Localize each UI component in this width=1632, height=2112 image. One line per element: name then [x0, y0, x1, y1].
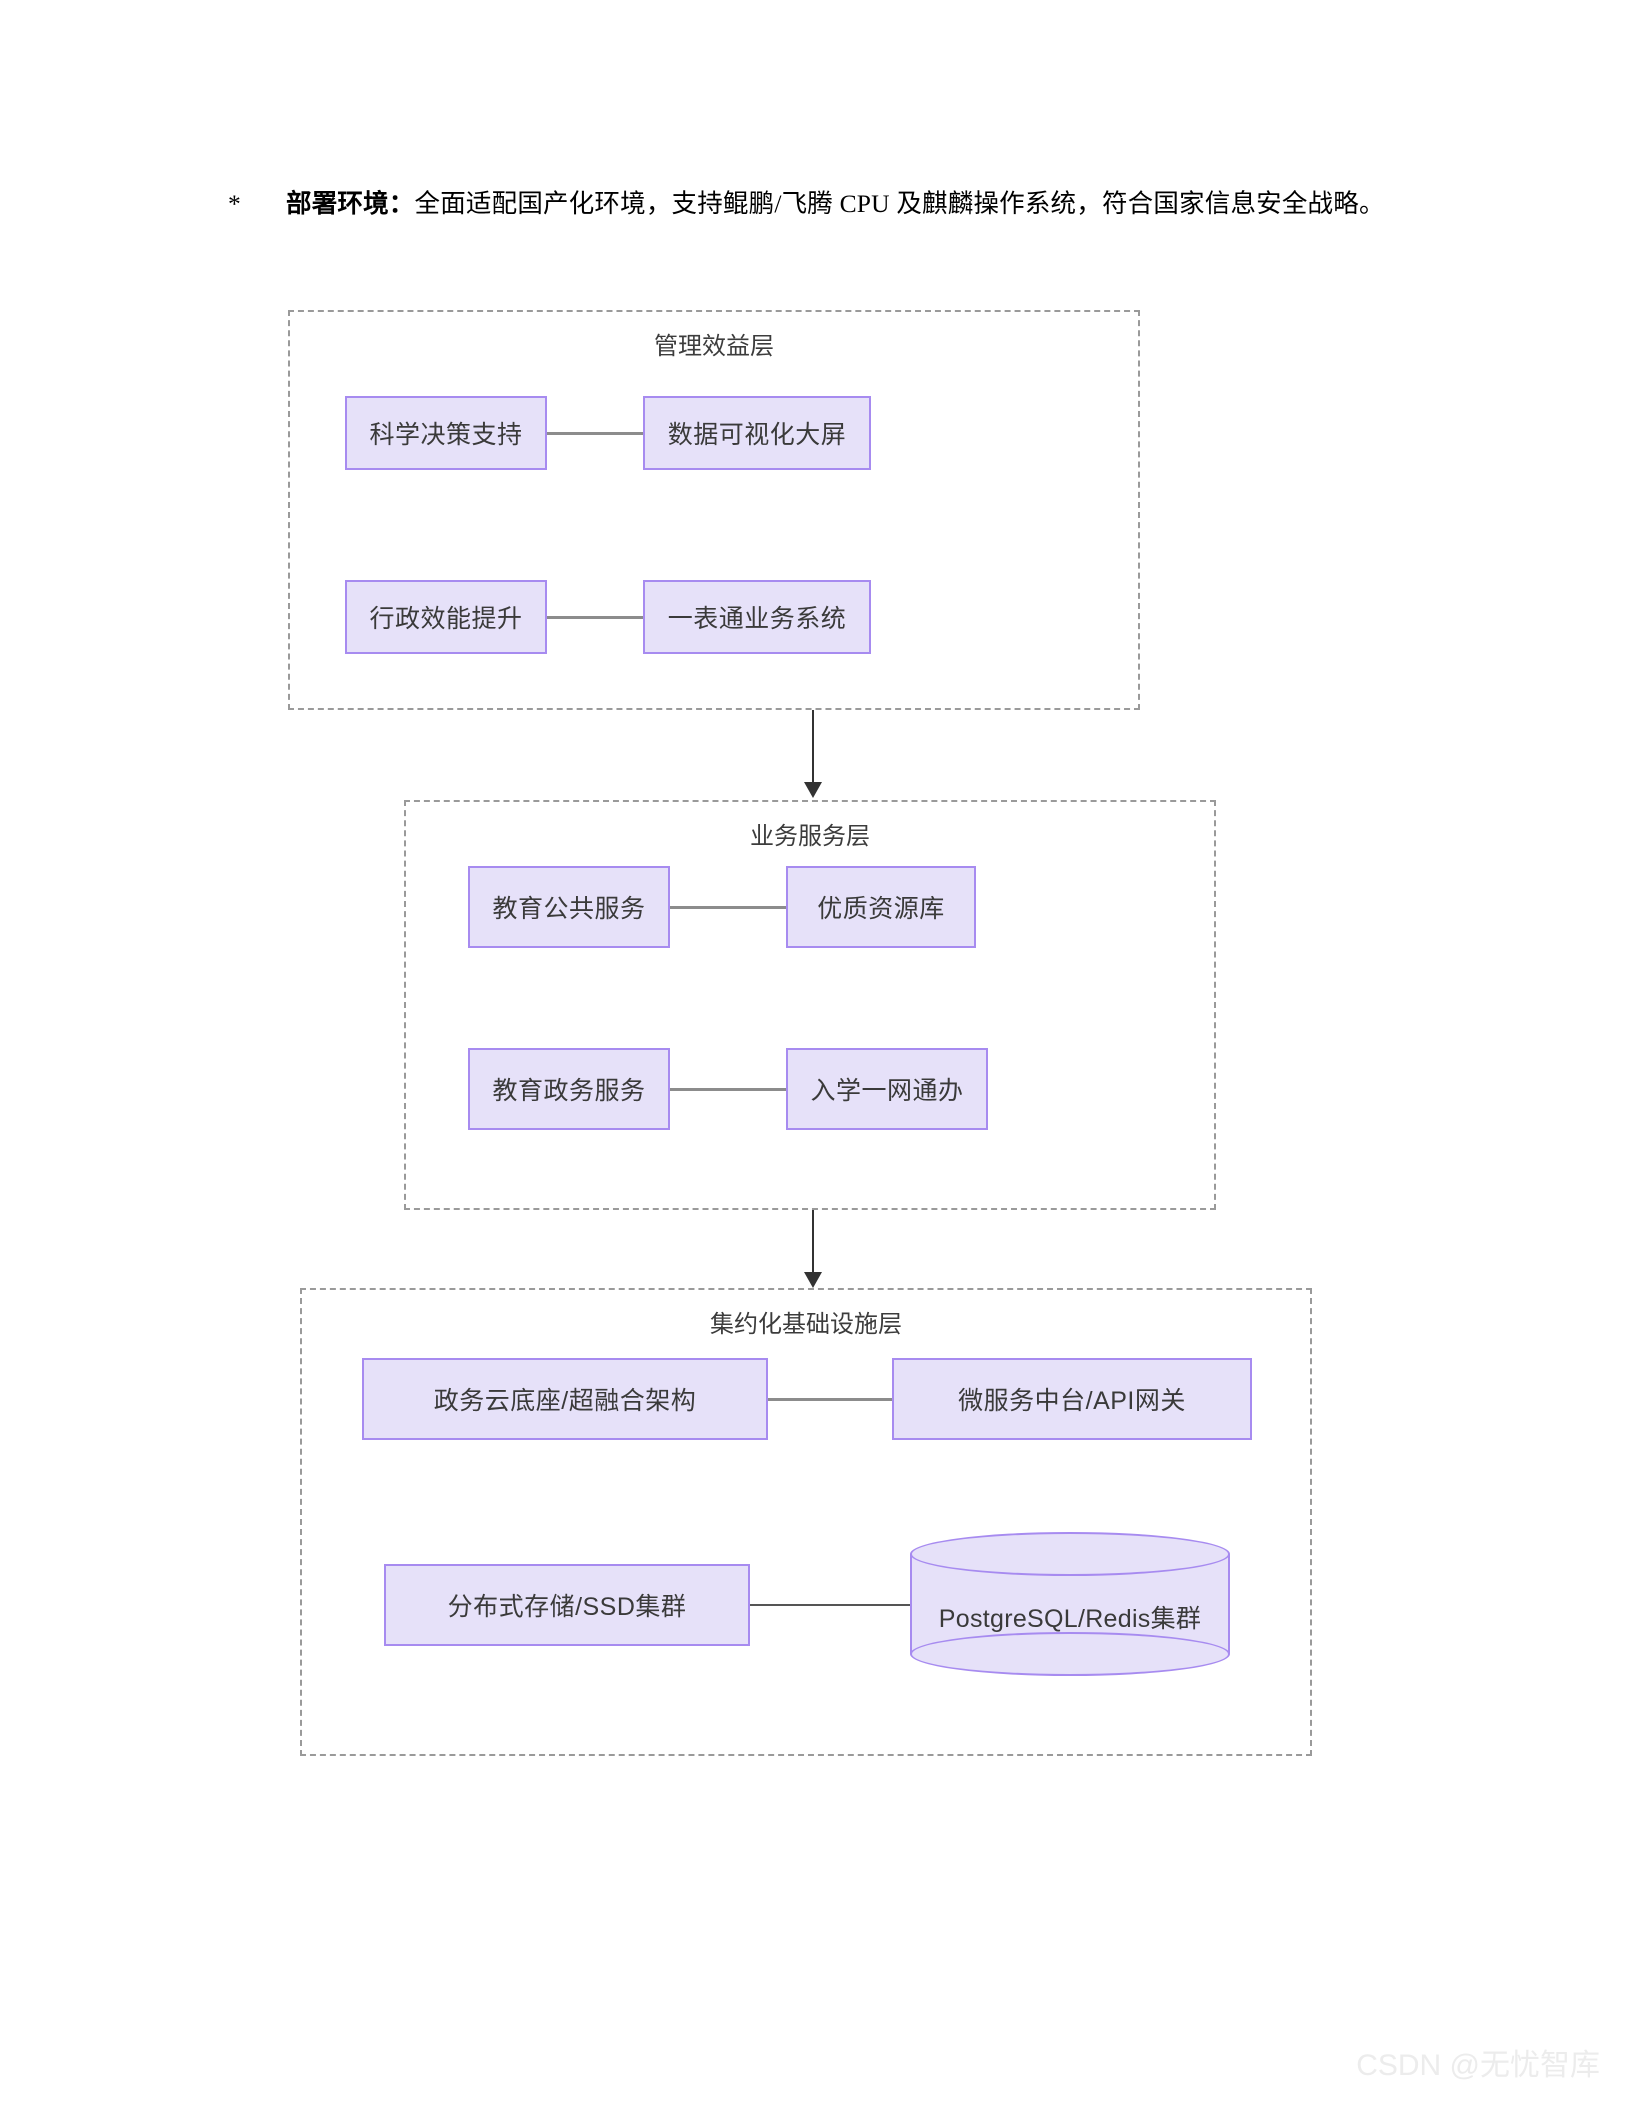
bullet-marker: *	[228, 189, 241, 218]
node-one-form-business-system[interactable]: 一表通业务系统	[643, 580, 871, 654]
node-education-government-service[interactable]: 教育政务服务	[468, 1048, 670, 1130]
layer-title-business-service: 业务服务层	[750, 823, 870, 850]
node-label: 教育公共服务	[492, 895, 646, 923]
connector-n3-n4	[547, 616, 643, 619]
document-paragraph: * 部署环境：全面适配国产化环境，支持鲲鹏/飞腾 CPU 及麒麟操作系统，符合国家…	[228, 182, 1408, 226]
node-data-visualization-dashboard[interactable]: 数据可视化大屏	[643, 396, 871, 470]
connector-n9-n10	[768, 1398, 892, 1401]
node-microservice-api-gateway[interactable]: 微服务中台/API网关	[892, 1358, 1252, 1440]
layer-management-benefit: 管理效益层	[288, 310, 1140, 710]
node-scientific-decision-support[interactable]: 科学决策支持	[345, 396, 547, 470]
csdn-watermark: CSDN @无忧智库	[1356, 2049, 1600, 2082]
node-government-cloud-base[interactable]: 政务云底座/超融合架构	[362, 1358, 768, 1440]
node-enrollment-one-network[interactable]: 入学一网通办	[786, 1048, 988, 1130]
cylinder-top-ellipse	[910, 1532, 1230, 1576]
cylinder-bottom-ellipse	[910, 1632, 1230, 1676]
node-label: 科学决策支持	[369, 421, 523, 449]
flow-arrow-line-2	[812, 1210, 814, 1274]
layer-title-intensive-infrastructure: 集约化基础设施层	[710, 1311, 902, 1338]
node-label: 优质资源库	[817, 895, 945, 923]
layer-title-management-benefit: 管理效益层	[654, 333, 774, 360]
node-label: 数据可视化大屏	[667, 421, 847, 449]
paragraph-lead-label: 部署环境：	[286, 189, 415, 218]
paragraph-body-text: 全面适配国产化环境，支持鲲鹏/飞腾 CPU 及麒麟操作系统，符合国家信息安全战略…	[414, 189, 1385, 218]
node-label: 入学一网通办	[810, 1077, 964, 1105]
node-label: 行政效能提升	[369, 605, 523, 633]
layer-business-service: 业务服务层	[404, 800, 1216, 1210]
flow-arrow-line-1	[812, 710, 814, 784]
node-label: PostgreSQL/Redis集群	[938, 1605, 1202, 1633]
node-education-public-service[interactable]: 教育公共服务	[468, 866, 670, 948]
node-administrative-efficiency[interactable]: 行政效能提升	[345, 580, 547, 654]
node-label: 政务云底座/超融合架构	[433, 1387, 697, 1415]
node-label: 教育政务服务	[492, 1077, 646, 1105]
connector-n1-n2	[547, 432, 643, 435]
connector-n11-n12	[750, 1604, 914, 1606]
connector-n5-n6	[670, 906, 786, 909]
node-label: 分布式存储/SSD集群	[447, 1593, 687, 1621]
layer-intensive-infrastructure: 集约化基础设施层	[300, 1288, 1312, 1756]
flow-arrow-head-2	[804, 1272, 822, 1288]
node-label: 一表通业务系统	[667, 605, 847, 633]
flow-arrow-head-1	[804, 782, 822, 798]
connector-n7-n8	[670, 1088, 786, 1091]
node-postgresql-redis-cluster[interactable]: PostgreSQL/Redis集群	[910, 1532, 1230, 1676]
node-label: 微服务中台/API网关	[958, 1387, 1186, 1415]
node-distributed-storage-ssd[interactable]: 分布式存储/SSD集群	[384, 1564, 750, 1646]
node-quality-resource-library[interactable]: 优质资源库	[786, 866, 976, 948]
